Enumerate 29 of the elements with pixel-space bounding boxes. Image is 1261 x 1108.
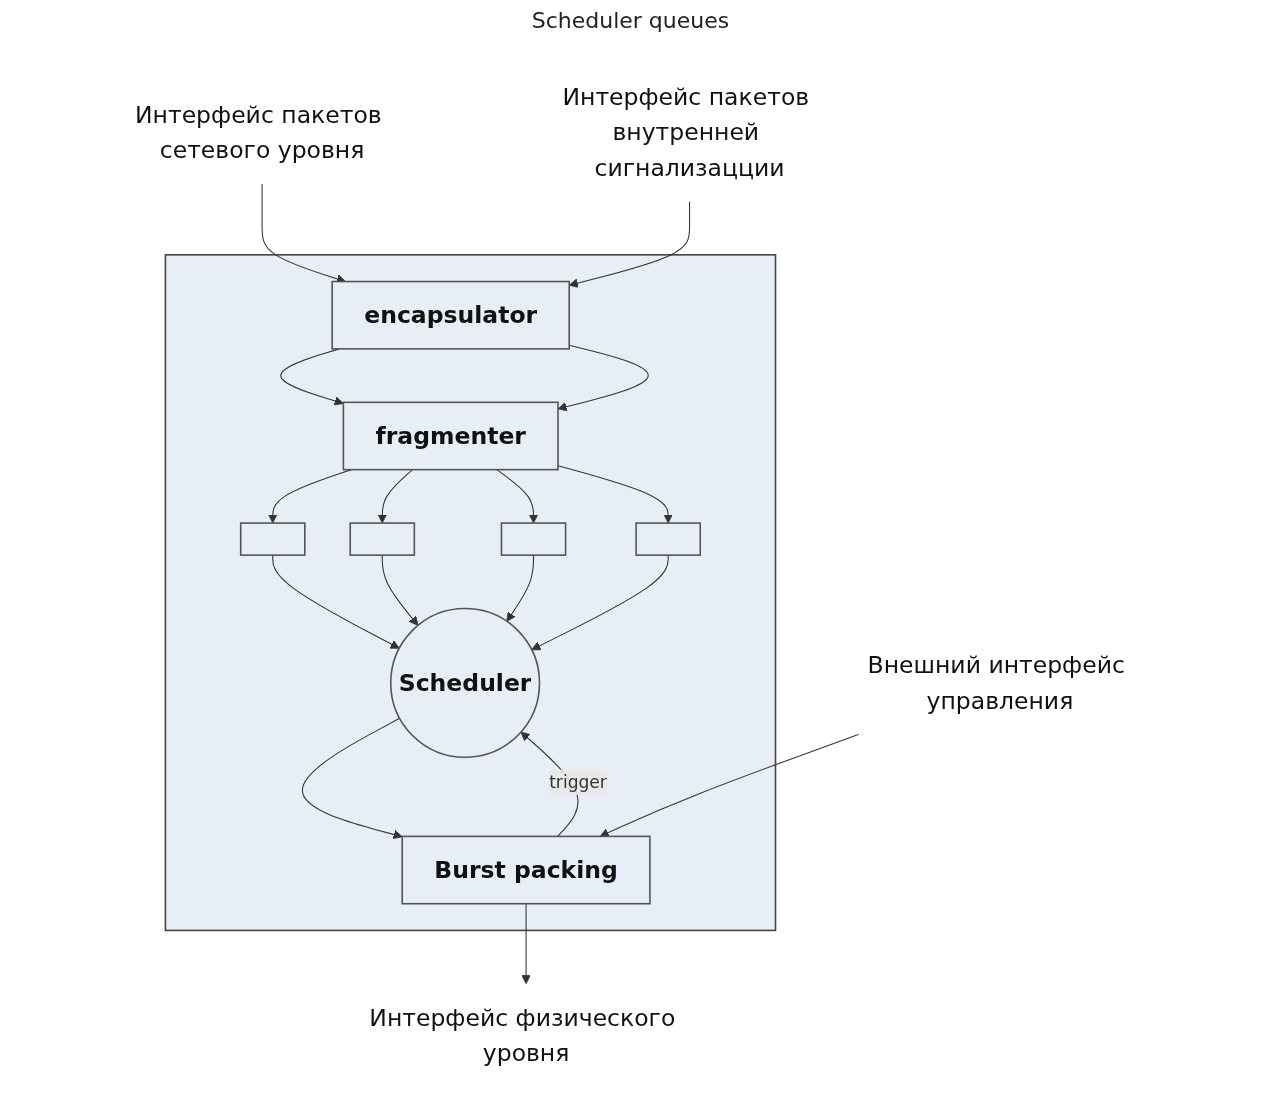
node-box: fragmenter [342, 401, 559, 470]
arrow [505, 554, 534, 622]
arrow [271, 554, 400, 649]
cluster [164, 253, 776, 931]
node-box [634, 521, 701, 556]
node-circle: Scheduler [389, 607, 540, 758]
node-box [500, 521, 566, 556]
arrow [301, 717, 403, 839]
arrow [530, 554, 669, 650]
arrow [381, 554, 418, 626]
arrow [599, 733, 859, 837]
arrow [557, 344, 649, 411]
node-text: Внешний интерфейс управления [867, 651, 1125, 714]
arrow [568, 200, 690, 288]
note-text: Scheduler queues [531, 8, 730, 33]
node-text: Интерфейс физического уровня [368, 1003, 675, 1066]
node-box: Burst packing [400, 835, 651, 904]
edge-label: trigger [548, 771, 607, 792]
arrow [279, 347, 344, 405]
arrow [520, 902, 531, 984]
arrow [495, 468, 538, 523]
arrow [377, 468, 413, 523]
node-text: Интерфейс пакетов внутренней сигнализацции [561, 83, 809, 181]
node-box: encapsulator [330, 280, 570, 350]
node-box [239, 521, 306, 556]
arrow [267, 468, 352, 523]
node-text: Интерфейс пакетов сетевого уровня [134, 100, 382, 163]
arrow [261, 182, 346, 283]
node-box [348, 521, 415, 556]
